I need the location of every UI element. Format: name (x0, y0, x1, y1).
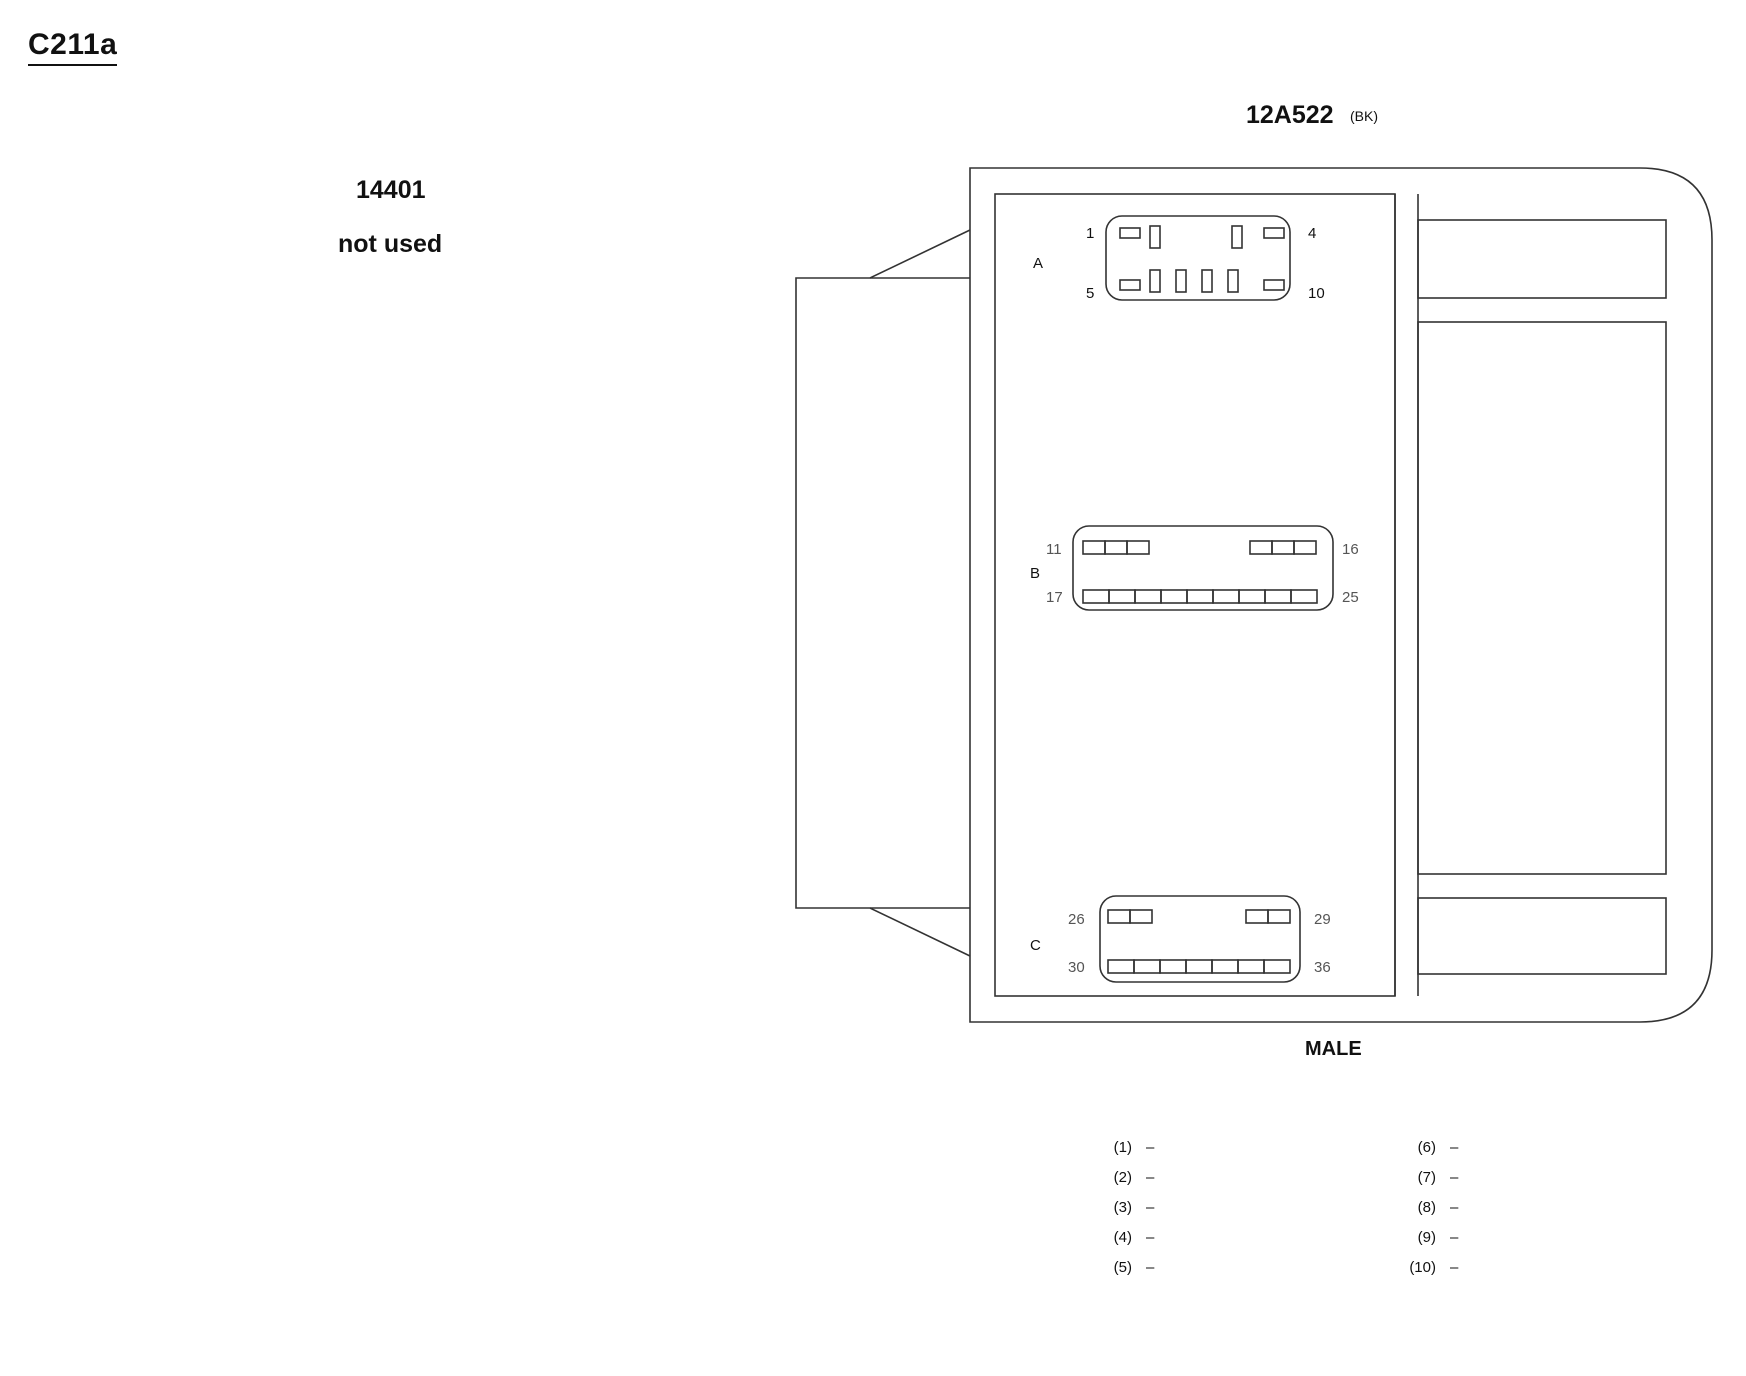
pin-assignment-row: (6)– (1398, 1133, 1459, 1163)
pin-function: – (1146, 1199, 1155, 1216)
connector-gender: MALE (1305, 1038, 1362, 1060)
pin-assignment-row: (2)– (1094, 1163, 1155, 1193)
connector-housing-outline (969, 167, 1713, 1023)
pin-function: – (1450, 1229, 1459, 1246)
pin-label: 10 (1308, 285, 1325, 302)
pin-function: – (1146, 1229, 1155, 1246)
pin-assignment-row: (4)– (1094, 1223, 1155, 1253)
pin-number: (1) (1113, 1139, 1132, 1156)
page-title: C211a (28, 28, 118, 66)
pin-label: 29 (1314, 911, 1331, 928)
pin-assignment-row: (3)– (1094, 1193, 1155, 1223)
pin-assignment-row: (8)– (1398, 1193, 1459, 1223)
pin-number: (10) (1409, 1259, 1436, 1276)
pin-assignment-row: (10)– (1398, 1253, 1458, 1283)
pin-function: – (1146, 1259, 1155, 1276)
pin-label: 17 (1046, 589, 1063, 606)
pin-assignment-row: (7)– (1398, 1163, 1459, 1193)
pin-number: (3) (1113, 1199, 1132, 1216)
pin-number: (4) (1113, 1229, 1132, 1246)
pin-label: 11 (1046, 541, 1062, 558)
pin-label: 30 (1068, 959, 1085, 976)
pin-function: – (1450, 1169, 1459, 1186)
pin-label: 16 (1342, 541, 1359, 558)
pin-number: (5) (1113, 1259, 1132, 1276)
pin-assignment-row: (5)– (1094, 1253, 1155, 1283)
pin-assignment-list-left: (1)– (2)– (3)– (4)– (5)– (1094, 1133, 1155, 1283)
connector-color-code: (BK) (1350, 108, 1378, 124)
block-label-a: A (1033, 255, 1043, 272)
pin-assignment-row: (9)– (1398, 1223, 1459, 1253)
connector-id: 12A522 (1246, 101, 1334, 129)
pin-number: (9) (1417, 1229, 1436, 1246)
cavity-block-a (1105, 215, 1291, 301)
pin-assignment-list-right: (6)– (7)– (8)– (9)– (10)– (1398, 1133, 1458, 1283)
pin-label: 36 (1314, 959, 1331, 976)
component-status: not used (338, 230, 443, 258)
pin-label: 26 (1068, 911, 1085, 928)
pin-label: 4 (1308, 225, 1316, 242)
pin-number: (2) (1113, 1169, 1132, 1186)
pin-label: 25 (1342, 589, 1359, 606)
pin-number: (7) (1417, 1169, 1436, 1186)
cavity-block-c (1099, 895, 1301, 983)
pin-label: 1 (1086, 225, 1094, 242)
pin-number: (8) (1417, 1199, 1436, 1216)
connector-left-extension (795, 229, 971, 957)
pin-label: 5 (1086, 285, 1094, 302)
pin-function: – (1450, 1199, 1459, 1216)
pin-function: – (1450, 1259, 1459, 1276)
cavity-block-b (1072, 525, 1334, 611)
pin-function: – (1146, 1139, 1155, 1156)
pin-number: (6) (1417, 1139, 1436, 1156)
part-number: 14401 (356, 176, 426, 204)
block-label-b: B (1030, 565, 1040, 582)
pin-function: – (1450, 1139, 1459, 1156)
pin-function: – (1146, 1169, 1155, 1186)
pin-assignment-row: (1)– (1094, 1133, 1155, 1163)
block-label-c: C (1030, 937, 1041, 954)
